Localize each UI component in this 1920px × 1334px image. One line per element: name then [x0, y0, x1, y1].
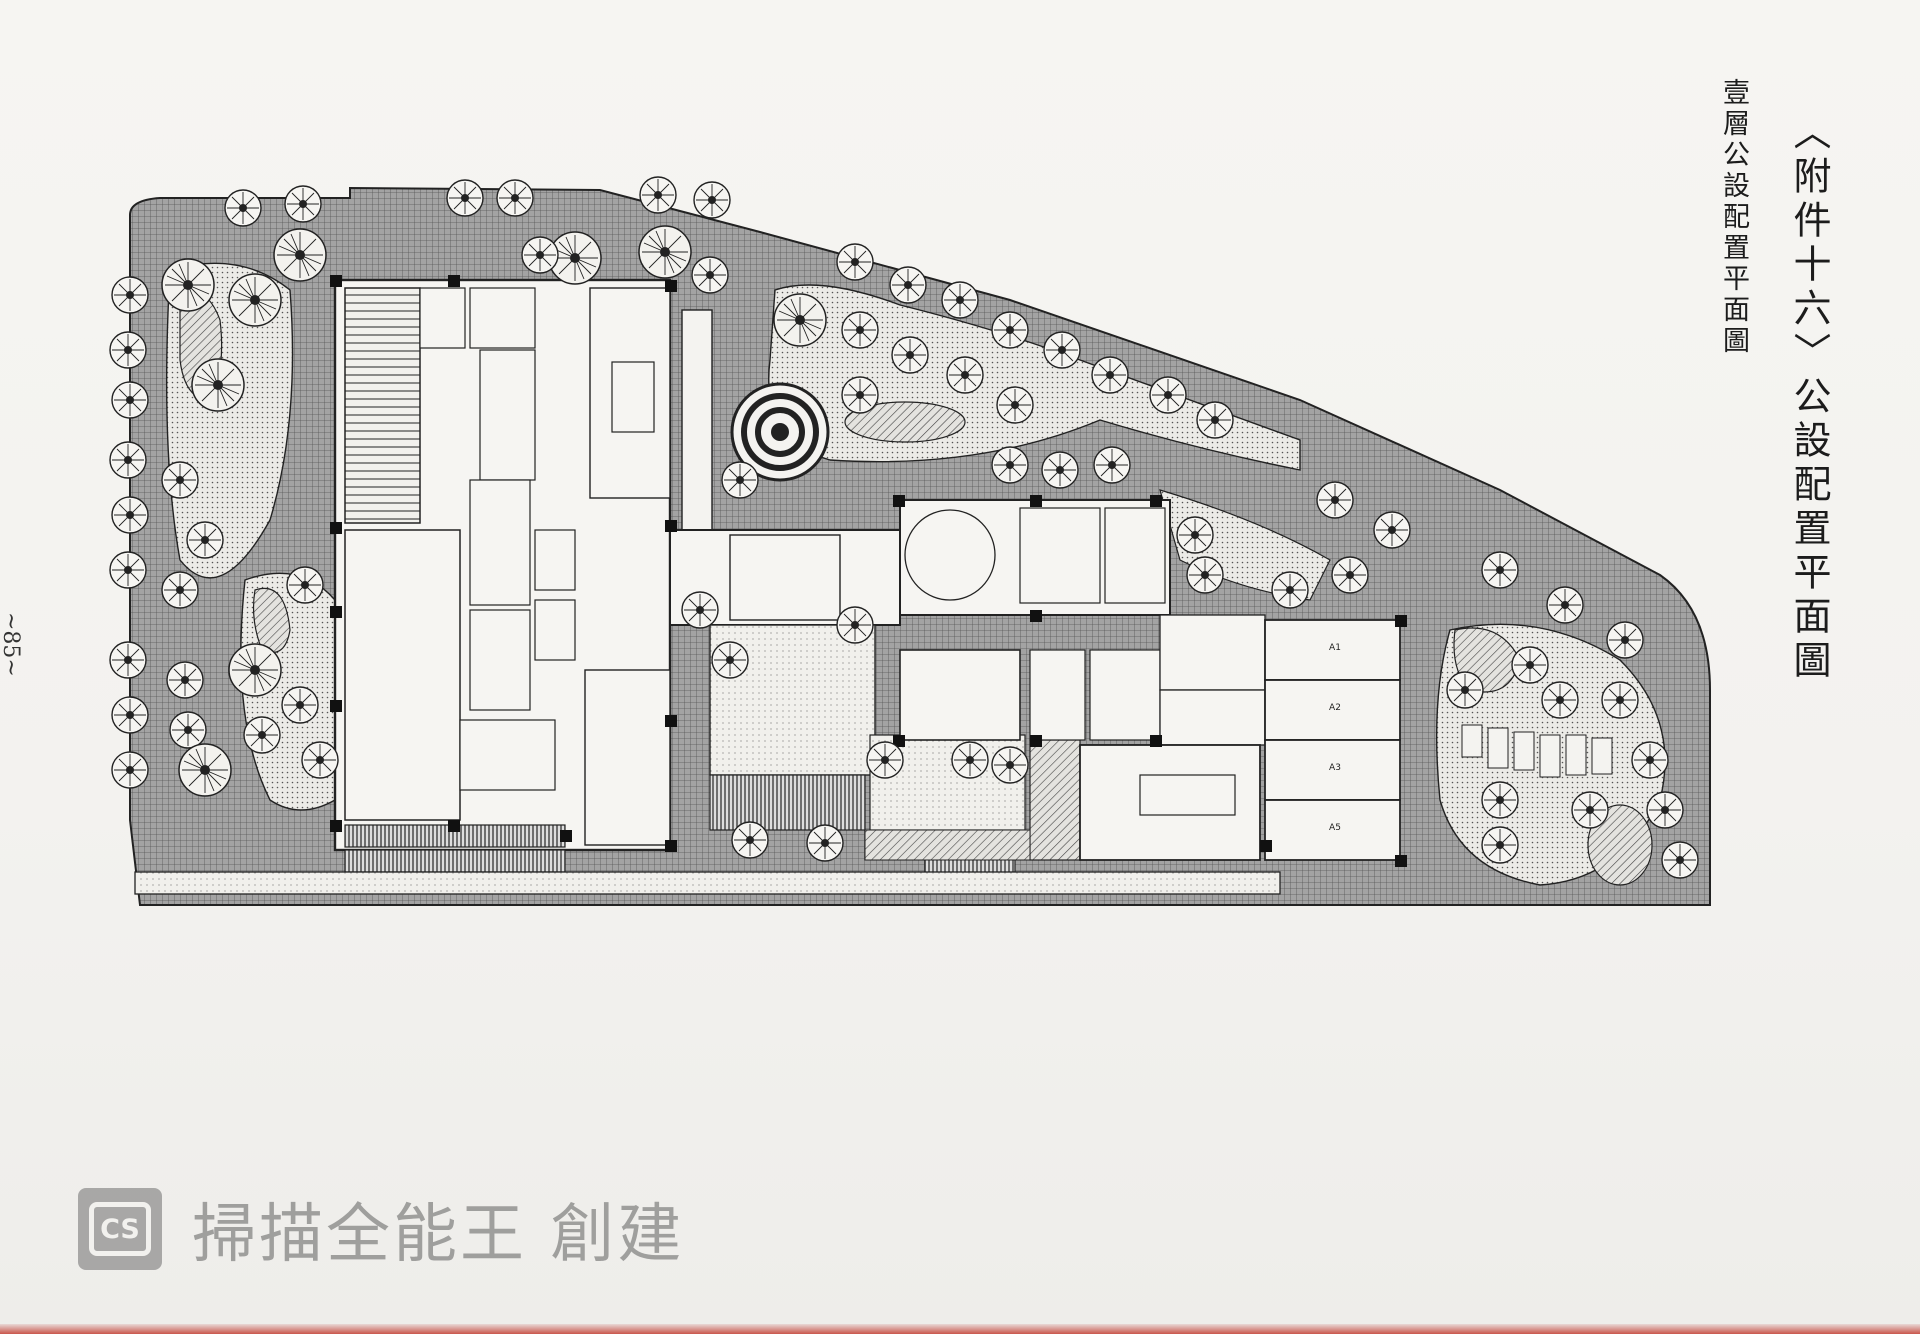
scanner-watermark: CS 掃描全能王 創建 [78, 1183, 684, 1275]
unit-label-a5: A5 [1329, 823, 1341, 833]
unit-label-a2: A2 [1329, 703, 1341, 713]
document-title: 〈附件十六〉公設配置平面圖 [1787, 112, 1831, 684]
unit-label-a3: A3 [1329, 763, 1341, 773]
northeast-hatched-bed [844, 401, 966, 443]
water-channel [681, 309, 713, 546]
cs-logo-text: CS [89, 1202, 151, 1256]
stepping-stones [1461, 724, 1613, 778]
page-edge [0, 1324, 1920, 1334]
page-number: ~85~ [0, 612, 23, 677]
hatched-strip [1029, 739, 1081, 861]
structural-columns [330, 275, 1407, 867]
cs-logo-icon: CS [78, 1188, 162, 1270]
watermark-text: 掃描全能王 創建 [192, 1198, 685, 1272]
south-walkway [134, 871, 1281, 895]
meeting-room [584, 669, 671, 846]
fitness-hall [344, 529, 461, 821]
courtyard-deck [709, 774, 866, 831]
round-table-room [904, 509, 996, 601]
west-staircase [344, 287, 421, 524]
document-subtitle: 壹層公設配置平面圖 [1718, 78, 1749, 357]
residential-units [1264, 619, 1401, 861]
circular-water-feature [730, 382, 830, 482]
unit-label-a1: A1 [1329, 643, 1341, 653]
east-building [899, 499, 1266, 861]
left-garden-hatched-pond-south [252, 587, 291, 654]
main-building [333, 278, 672, 873]
southeast-hatched-bed-2 [1587, 804, 1653, 886]
